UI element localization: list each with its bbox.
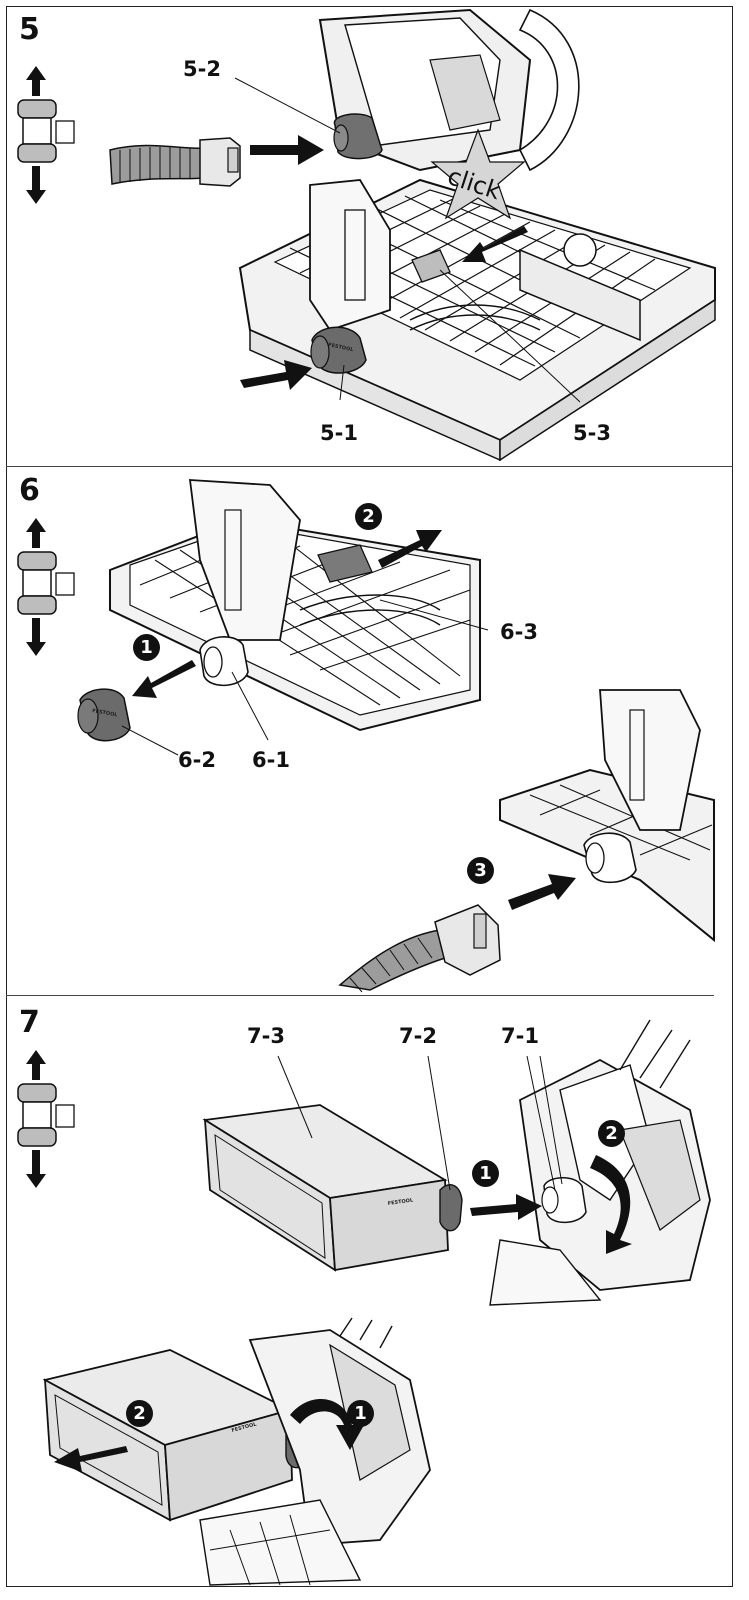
step-number-6: 6 <box>19 473 40 508</box>
section-divider-6-7 <box>6 995 714 996</box>
callout-7-3: 7-3 <box>247 1024 285 1048</box>
callout-5-1: 5-1 <box>320 421 358 445</box>
callout-6-3: 6-3 <box>500 620 538 644</box>
lift-direction-symbol-7 <box>17 1050 75 1188</box>
lift-direction-symbol-5 <box>17 66 75 204</box>
arrow-insert-hose <box>508 874 576 910</box>
callout-5-2: 5-2 <box>183 57 221 81</box>
step-number-7: 7 <box>19 1005 40 1040</box>
arrow-hose-to-port <box>250 135 324 165</box>
callout-5-3: 5-3 <box>573 421 611 445</box>
circled-step-7-2-lower: 2 <box>126 1400 153 1427</box>
section-divider-5-6 <box>6 466 733 467</box>
circled-step-7-1-lower: 1 <box>347 1400 374 1427</box>
brand-mark-cap: FESTOOL <box>328 342 355 353</box>
circled-step-6-3: 3 <box>467 857 494 884</box>
arrow-cap-to-port <box>240 360 312 390</box>
step-number-5: 5 <box>19 12 40 47</box>
callout-7-2: 7-2 <box>399 1024 437 1048</box>
leader-5-1 <box>339 364 345 401</box>
lift-direction-symbol-6 <box>17 518 75 656</box>
arrow-remove-cap <box>132 660 196 698</box>
callout-7-1: 7-1 <box>501 1024 539 1048</box>
brand-mark-cap-6: FESTOOL <box>92 708 119 718</box>
circled-step-6-1: 1 <box>133 634 160 661</box>
brand-mark-bag: FESTOOL <box>387 1197 414 1207</box>
arrow-lever-6 <box>378 530 442 568</box>
leader-5-2 <box>234 77 341 134</box>
callout-6-2: 6-2 <box>178 748 216 772</box>
circled-step-6-2: 2 <box>355 503 382 530</box>
circled-step-7-2: 2 <box>598 1120 625 1147</box>
circled-step-7-1: 1 <box>472 1160 499 1187</box>
leader-5-3 <box>439 269 581 403</box>
mitre-saw-illustration-5: FESTOOL click <box>109 8 716 462</box>
callout-6-1: 6-1 <box>252 748 290 772</box>
arrow-lever <box>462 226 528 262</box>
